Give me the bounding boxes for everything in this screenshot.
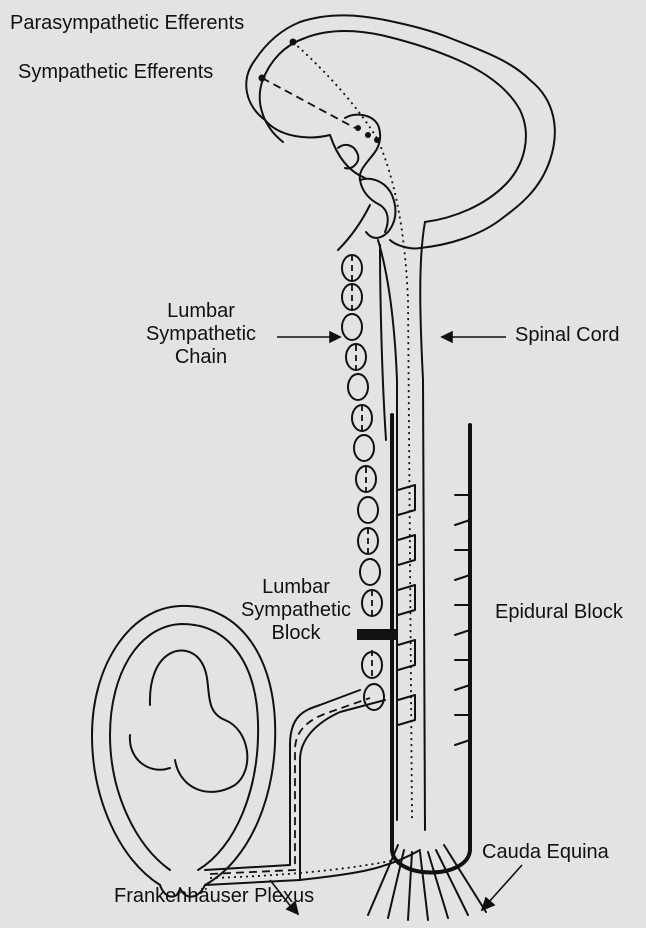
- parasympathetic-dot: [290, 39, 297, 46]
- brainstem: [345, 115, 388, 232]
- label-cauda-equina: Cauda Equina: [482, 841, 609, 864]
- epidural-segments: [398, 485, 470, 745]
- label-lumbar-chain-line2: Sympathetic: [128, 323, 274, 346]
- sympathetic-dot: [259, 75, 266, 82]
- sympathetic-dashed: [262, 78, 355, 128]
- label-lumbar-chain: Lumbar Sympathetic Chain: [128, 300, 274, 369]
- label-spinal-cord: Spinal Cord: [515, 324, 620, 347]
- brain-outline: [246, 15, 555, 248]
- label-lumbar-chain-line3: Chain: [128, 346, 274, 369]
- label-lumbar-block-line3: Block: [236, 622, 356, 645]
- cauda-leader: [488, 865, 522, 903]
- fetus-curve: [150, 650, 247, 791]
- label-sympathetic: Sympathetic Efferents: [18, 61, 213, 84]
- uterus-outer: [92, 606, 275, 885]
- label-frankenhauser: Frankenhäuser Plexus: [114, 885, 314, 908]
- label-lumbar-chain-line1: Lumbar: [128, 300, 274, 323]
- label-lumbar-block-line1: Lumbar: [236, 576, 356, 599]
- label-lumbar-block: Lumbar Sympathetic Block: [236, 576, 356, 645]
- cerebellum: [360, 179, 395, 238]
- label-parasympathetic: Parasympathetic Efferents: [10, 12, 244, 35]
- spinal-cord-right: [420, 222, 425, 830]
- sympathetic-chain-upper: [338, 205, 370, 250]
- label-epidural-block: Epidural Block: [495, 601, 623, 624]
- lumbar-block-bar: [357, 629, 397, 640]
- brain-inner-outline: [260, 31, 526, 222]
- label-lumbar-block-line2: Sympathetic: [236, 599, 356, 622]
- uterus-inner: [110, 624, 258, 870]
- parasympathetic-dotted: [293, 42, 412, 820]
- frankenhauser-pathway: [205, 690, 360, 870]
